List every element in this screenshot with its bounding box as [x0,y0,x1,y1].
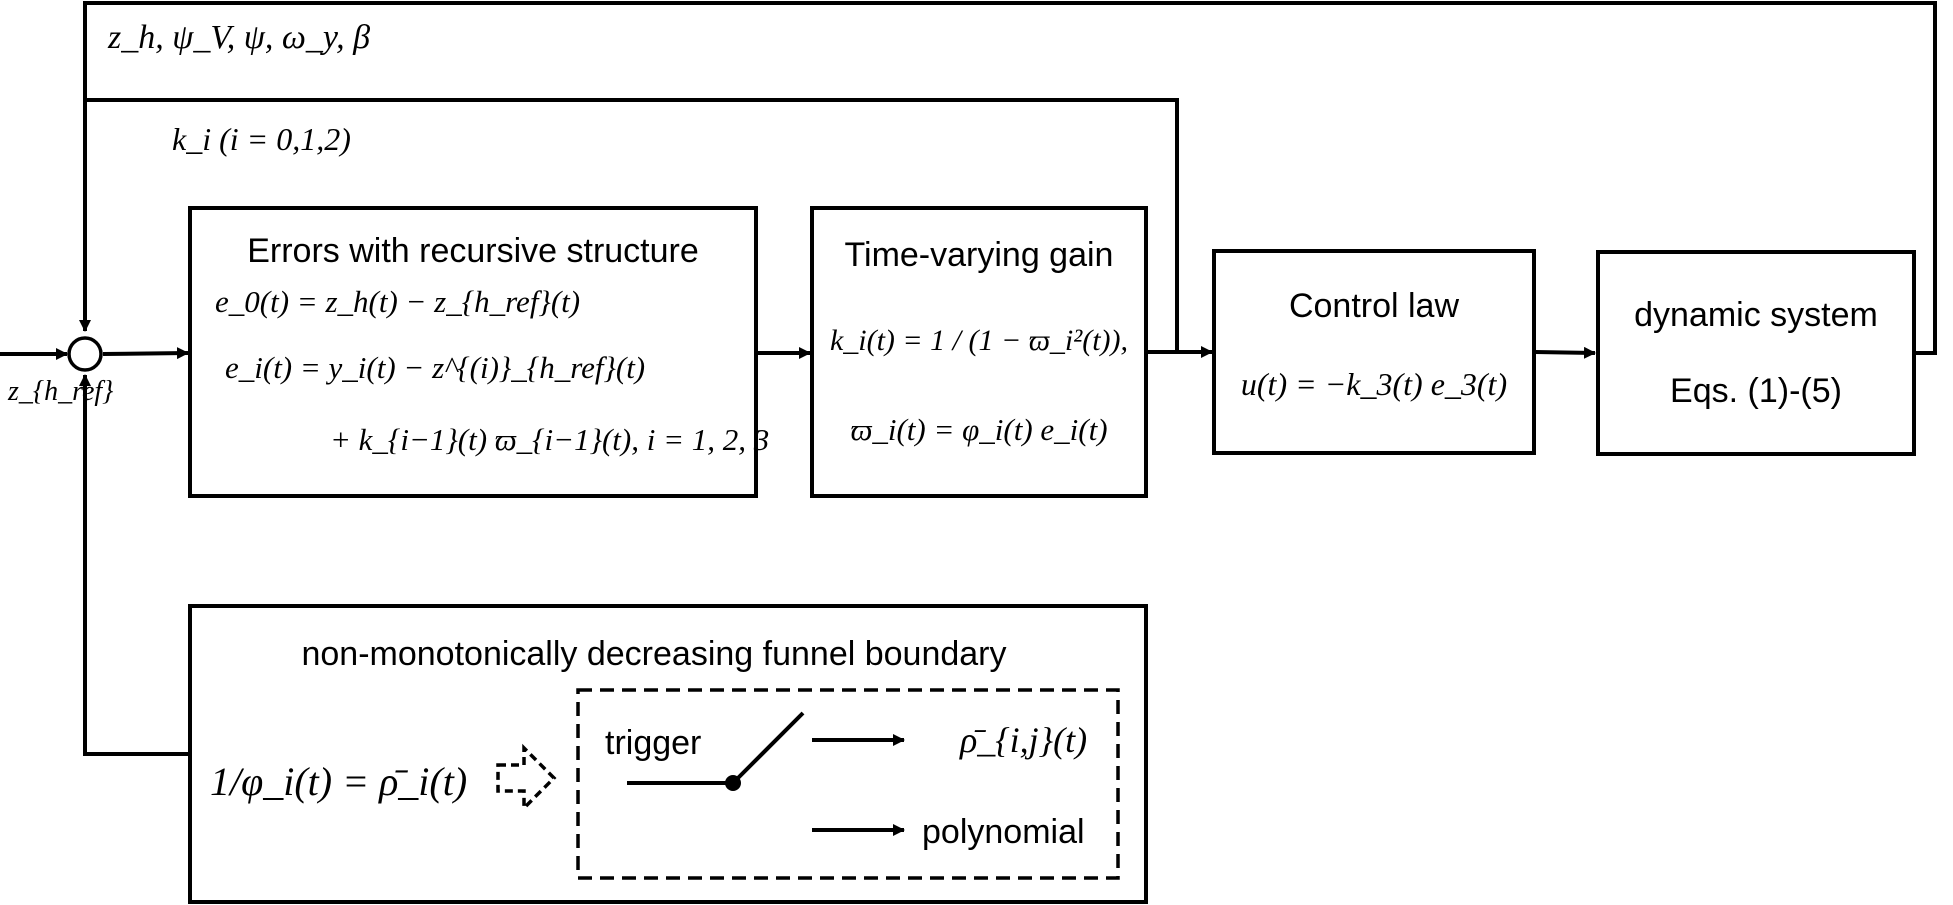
trigger-output-polynomial: polynomial [922,813,1085,851]
control-law-block [1212,249,1536,455]
trigger-region [576,688,1120,880]
errors-eq-i-cont: + k_{i−1}(t) ϖ_{i−1}(t), i = 1, 2, 3 [330,422,769,457]
gain-eq-k: k_i(t) = 1 / (1 − ϖ_i²(t)), [830,324,1128,357]
trigger-output-rho: ρ̄_{i,j}(t) [959,720,1087,760]
errors-block-title: Errors with recursive structure [247,232,699,270]
dynamic-system-block [1596,250,1916,456]
gain-block-title: Time-varying gain [845,236,1114,274]
errors-eq-i: e_i(t) = y_i(t) − z^{(i)}_{h_ref}(t) [225,350,645,385]
implies-arrow-icon [496,743,557,813]
gain-feedback-wire [85,98,1179,352]
switch-icon [627,711,805,791]
sum-to-errors-wire [102,347,189,360]
control-law-eq: u(t) = −k_3(t) e_3(t) [1241,366,1507,402]
funnel-block-title: non-monotonically decreasing funnel boun… [301,635,1006,673]
control-to-system-wire [1534,346,1596,359]
gain-eq-varpi: ϖ_i(t) = φ_i(t) e_i(t) [850,412,1107,447]
gain-block [810,206,1148,498]
funnel-block [188,604,1148,904]
errors-eq-0: e_0(t) = z_h(t) − z_{h_ref}(t) [215,284,580,319]
errors-block [188,206,758,498]
funnel-feedback-wire [79,374,190,756]
outer-feedback-wire [79,1,1937,355]
reference-input-label: z_{h_ref} [7,376,113,407]
outer-feedback-label: z_h, ψ_V, ψ, ω_y, β [107,19,370,56]
control-law-title: Control law [1289,287,1460,325]
dynamic-system-title: dynamic system [1634,296,1878,334]
trigger-label: trigger [605,724,701,762]
summing-junction [67,336,103,372]
funnel-eq: 1/φ_i(t) = ρ̄_i(t) [210,759,467,804]
dynamic-system-subtitle: Eqs. (1)-(5) [1670,372,1842,410]
gain-feedback-label: k_i (i = 0,1,2) [172,121,351,157]
